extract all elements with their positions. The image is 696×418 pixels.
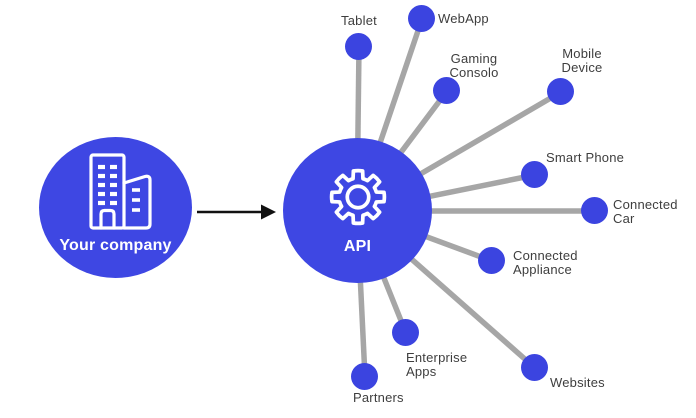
node-label-connected-appliance: Connected Appliance bbox=[513, 248, 578, 277]
node-label-enterprise-apps: Enterprise Apps bbox=[406, 350, 468, 379]
node-label-tablet: Tablet bbox=[341, 13, 377, 28]
node-gaming-consolo bbox=[433, 77, 460, 104]
node-label-webapp: WebApp bbox=[438, 11, 489, 26]
node-tablet bbox=[345, 33, 372, 60]
node-smart-phone bbox=[521, 161, 548, 188]
api-hub-circle: API bbox=[283, 138, 432, 283]
api-label: API bbox=[343, 238, 372, 255]
node-webapp bbox=[408, 5, 435, 32]
building-icon bbox=[88, 153, 152, 230]
node-label-websites: Websites bbox=[550, 375, 605, 390]
node-mobile-device bbox=[547, 78, 574, 105]
your-company-label: Your company bbox=[59, 237, 172, 254]
your-company-circle: Your company bbox=[39, 137, 192, 278]
arrow-right-icon bbox=[197, 204, 276, 220]
node-label-gaming-consolo: Gaming Consolo bbox=[449, 51, 499, 80]
node-websites bbox=[521, 354, 548, 381]
node-enterprise-apps bbox=[392, 319, 419, 346]
node-label-smart-phone: Smart Phone bbox=[546, 150, 625, 165]
gear-icon bbox=[329, 168, 386, 226]
node-label-connected-car: Connected Car bbox=[613, 197, 678, 226]
node-partners bbox=[351, 363, 378, 390]
node-connected-car bbox=[581, 197, 608, 224]
node-connected-appliance bbox=[478, 247, 505, 274]
node-label-mobile-device: Mobile Device bbox=[561, 46, 603, 75]
node-label-partners: Partners bbox=[353, 390, 404, 405]
